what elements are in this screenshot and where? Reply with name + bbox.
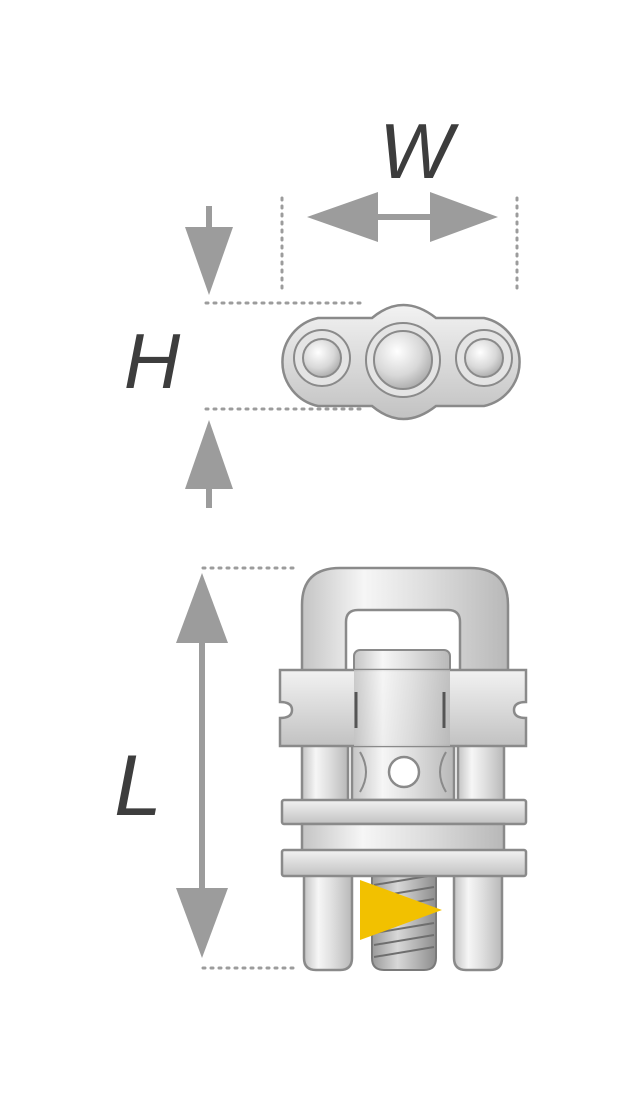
expander-top-view	[281, 303, 521, 421]
width-label: W	[379, 107, 459, 195]
side-view-right-middle-bar	[456, 743, 506, 809]
side-view-lower-band-1	[280, 798, 528, 826]
side-view-left-leg	[302, 873, 354, 972]
side-view-right-leg	[452, 873, 504, 972]
yellow-triangle-marker	[360, 880, 442, 940]
top-view-left-hole	[302, 338, 342, 378]
width-double-arrow	[307, 192, 498, 242]
height-dimension: H	[124, 206, 366, 508]
length-double-arrow	[176, 573, 228, 958]
top-view-center-hole	[373, 330, 433, 390]
side-view-key-hole	[387, 755, 421, 789]
length-label: L	[114, 738, 162, 834]
side-view-left-middle-bar	[300, 743, 350, 809]
height-label: H	[124, 317, 181, 405]
height-down-arrow	[185, 206, 233, 295]
side-view-upper-band-center	[354, 670, 450, 746]
side-view-lower-band-2	[280, 848, 528, 878]
side-view-band-spacer	[300, 822, 506, 854]
height-up-arrow	[185, 420, 233, 508]
length-dimension: L	[114, 566, 298, 970]
top-view-right-hole	[464, 338, 504, 378]
expander-side-view	[278, 566, 528, 972]
side-view-center-notches	[359, 751, 447, 793]
width-dimension: W	[280, 107, 519, 290]
